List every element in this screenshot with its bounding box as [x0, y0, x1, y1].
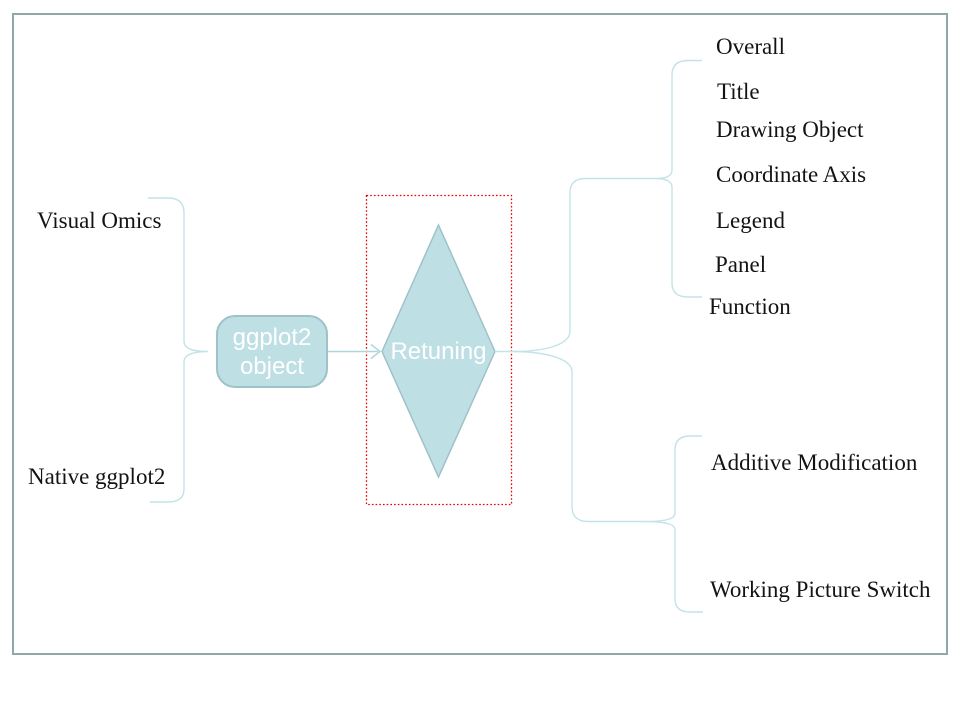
label-function: Function — [709, 294, 791, 319]
bottom-right-brace — [642, 435, 703, 613]
label-title: Title — [717, 79, 760, 104]
label-drawing-object: Drawing Object — [716, 117, 864, 142]
label-panel: Panel — [715, 252, 767, 277]
diamond-shape — [381, 223, 496, 479]
node-ggplot2-object-line1: ggplot2 — [232, 323, 312, 351]
split-connector-lower — [512, 350, 643, 523]
node-ggplot2-object: ggplot2 object — [216, 315, 328, 388]
red-highlight-box — [365, 194, 513, 506]
label-additive-modification: Additive Modification — [711, 450, 918, 475]
label-legend: Legend — [716, 208, 785, 233]
split-connector-upper — [495, 177, 656, 353]
label-working-picture-switch: Working Picture Switch — [710, 577, 931, 602]
left-brace — [148, 197, 209, 503]
arrow-head-icon — [370, 343, 382, 360]
label-native-ggplot2: Native ggplot2 — [28, 464, 166, 489]
label-overall: Overall — [716, 34, 785, 59]
label-coordinate-axis: Coordinate Axis — [716, 162, 867, 187]
label-visual-omics: Visual Omics — [37, 208, 162, 233]
node-retuning-label: Retuning — [390, 338, 487, 365]
top-right-brace — [655, 59, 702, 298]
node-ggplot2-object-line2: object — [239, 352, 305, 380]
